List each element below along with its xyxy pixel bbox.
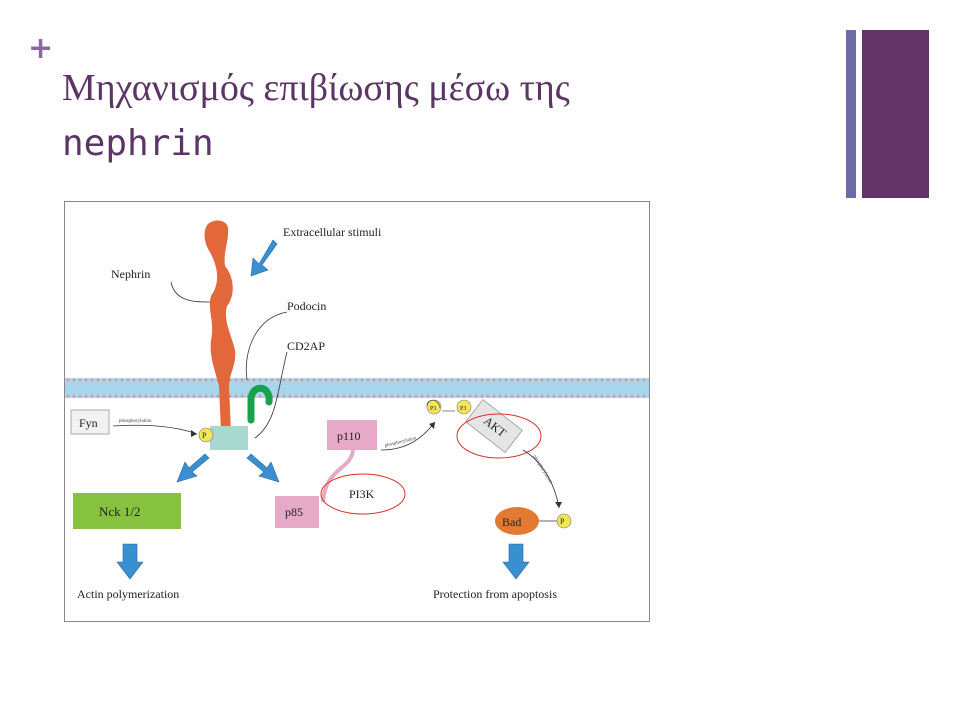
podocin-protein xyxy=(247,384,273,424)
p3-label-1: P3 xyxy=(430,406,436,412)
p3-circle-2 xyxy=(456,399,472,415)
extracellular-stimuli-label: Extracellular stimuli xyxy=(283,225,382,239)
p110-box xyxy=(327,420,377,450)
nephrin-label: Nephrin xyxy=(111,267,150,281)
phospho-circle xyxy=(198,427,214,443)
pi3k-highlight xyxy=(320,473,406,515)
cell-membrane xyxy=(65,378,649,398)
phospho-label: P xyxy=(202,431,207,440)
fyn-arrow xyxy=(112,424,198,435)
arrow-to-nck-icon xyxy=(176,453,210,483)
fyn-label: Fyn xyxy=(79,416,98,430)
p110-label: p110 xyxy=(337,429,361,443)
podocin-label: Podocin xyxy=(287,299,326,313)
fyn-arrow-head-icon xyxy=(191,430,197,437)
stimulus-arrow-icon xyxy=(250,239,278,277)
bad-phospho-circle xyxy=(556,513,572,529)
p3-label-2: P3 xyxy=(460,406,466,412)
akt-arrow xyxy=(522,449,560,509)
title-line-1: Μηχανισμός επιβίωσης μέσω της xyxy=(62,67,570,109)
p85-box xyxy=(275,496,319,528)
pi3k-arrow xyxy=(380,421,436,451)
plus-bullet-icon: + xyxy=(28,31,54,66)
arrow-to-actin-icon xyxy=(116,543,144,580)
accent-bar-dark xyxy=(862,30,929,198)
pi3k-label: PI3K xyxy=(349,487,375,501)
p3-connector xyxy=(426,399,441,409)
nck-label: Nck 1/2 xyxy=(99,504,141,519)
cd2ap-complex xyxy=(210,426,248,450)
arrow-to-p85-icon xyxy=(246,453,280,483)
akt-box xyxy=(465,399,523,453)
p3-circle-1 xyxy=(426,399,442,415)
bad-label: Bad xyxy=(502,515,521,529)
pi3k-arrow-head-icon xyxy=(429,422,435,429)
fyn-box xyxy=(70,409,110,435)
pi3k-linker xyxy=(321,449,355,503)
leader-lines xyxy=(170,281,288,439)
phosphorylation-label-3: phosphorylation xyxy=(531,454,553,485)
p85-label: p85 xyxy=(285,505,303,519)
cd2ap-label: CD2AP xyxy=(287,339,325,353)
title-line-2: nephrin xyxy=(62,123,214,164)
blue-arrows xyxy=(116,239,530,580)
actin-polymerization-label: Actin polymerization xyxy=(77,587,179,601)
nephrin-protein xyxy=(204,220,236,432)
akt-highlight xyxy=(456,413,542,459)
bad-protein xyxy=(495,507,539,535)
accent-bar-light xyxy=(846,30,856,198)
protection-from-apoptosis-label: Protection from apoptosis xyxy=(433,587,557,601)
phosphorylation-label-1: phosphorylation xyxy=(119,419,152,424)
akt-arrow-head-icon xyxy=(555,502,562,508)
bad-phospho-label: P xyxy=(560,517,565,526)
nck-box xyxy=(73,493,181,529)
arrow-to-protection-icon xyxy=(502,543,530,580)
nephrin-signaling-diagram: Extracellular stimuli Nephrin Podocin CD… xyxy=(64,201,650,622)
slide-title: Μηχανισμός επιβίωσης μέσω της nephrin xyxy=(62,62,822,170)
